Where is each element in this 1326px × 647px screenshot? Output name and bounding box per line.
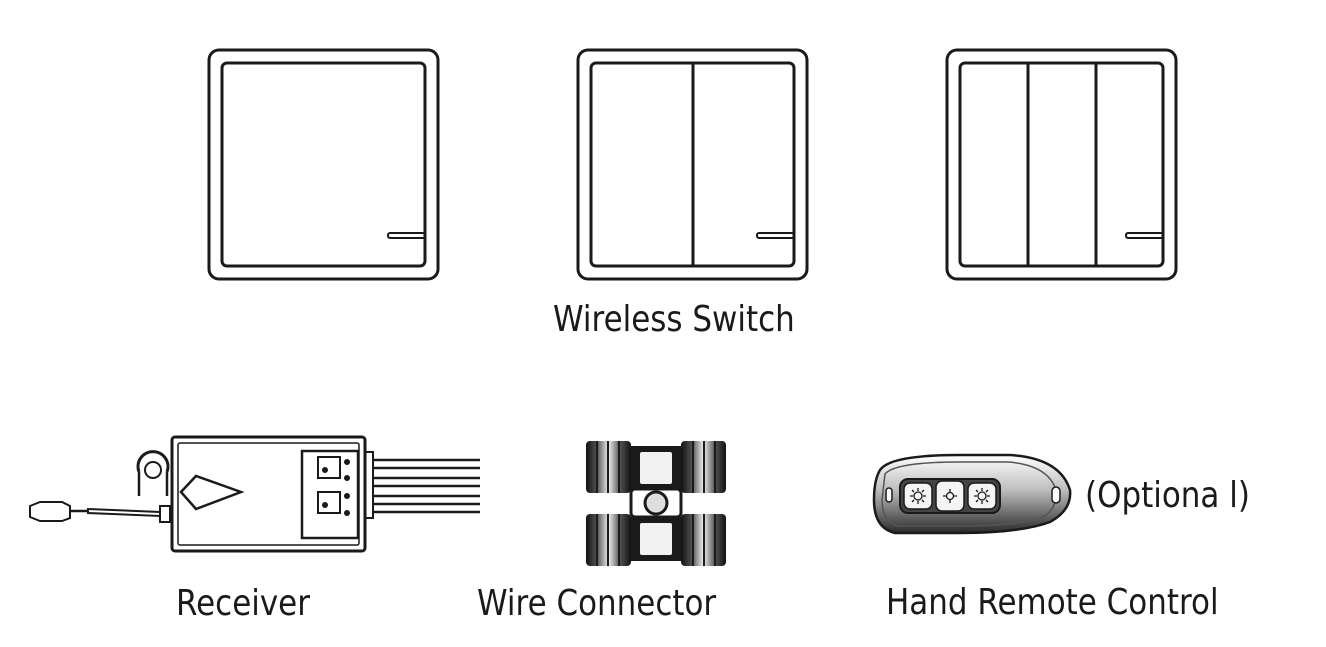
wireless-switch-3-gang [945,48,1178,281]
wireless-switch-1-gang [207,48,440,281]
wireless-switch-2-gang [576,48,809,281]
wire-connector-illustration [586,441,726,566]
hand-remote-label: Hand Remote Control [886,582,1219,623]
receiver-label: Receiver [176,583,310,624]
wireless-switch-label: Wireless Switch [553,299,795,340]
wire-connector-label: Wire Connector [477,583,717,624]
optional-label: (Optiona l) [1085,475,1250,516]
hand-remote-illustration [872,453,1072,535]
receiver-illustration [29,435,480,553]
